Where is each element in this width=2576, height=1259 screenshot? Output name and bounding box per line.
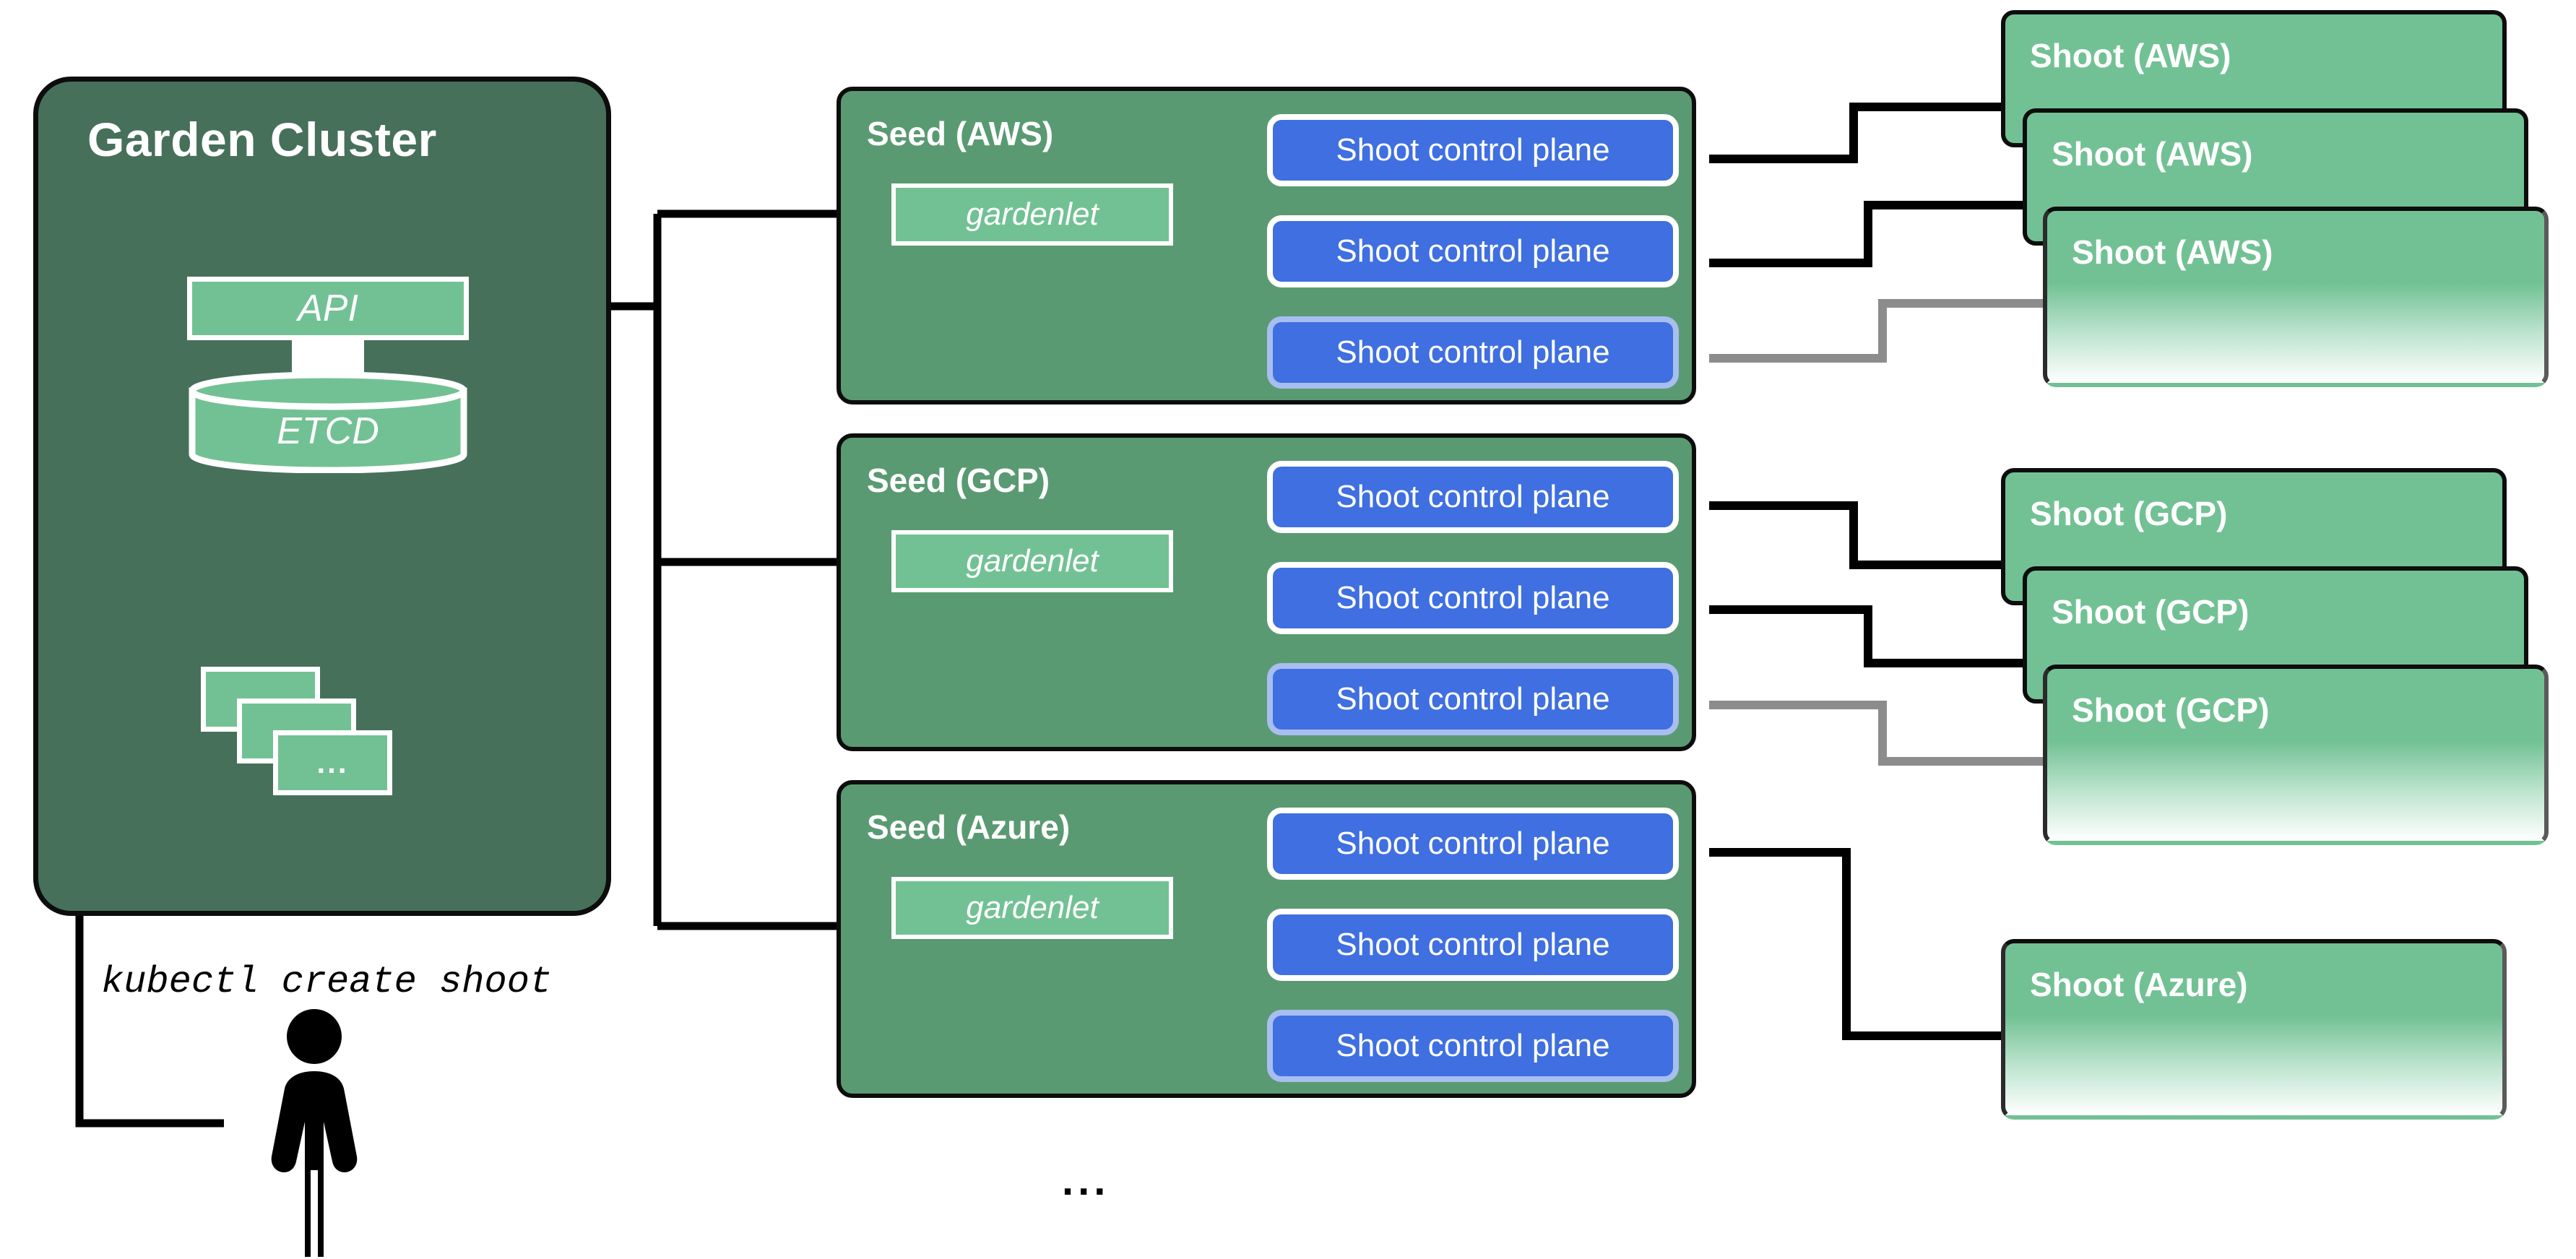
etcd-cylinder-shape: [189, 371, 467, 474]
gardenlet-box[interactable]: gardenlet: [891, 877, 1173, 939]
shoot-control-plane[interactable]: Shoot control plane: [1267, 461, 1679, 533]
etcd-label: ETCD: [277, 410, 379, 452]
shoot-control-plane[interactable]: Shoot control plane: [1267, 114, 1679, 186]
seed-box-gcp[interactable]: Seed (GCP) gardenlet Shoot control plane…: [837, 433, 1696, 751]
shoot-card-label: Shoot (Azure): [2030, 966, 2248, 1003]
gardenlet-box[interactable]: gardenlet: [891, 530, 1173, 592]
resource-stack-ellipsis: ...: [316, 745, 349, 780]
shoot-control-plane-label: Shoot control plane: [1336, 1028, 1610, 1063]
gardenlet-label: gardenlet: [966, 543, 1099, 579]
shoot-card-label: Shoot (GCP): [2052, 593, 2249, 631]
seeds-ellipsis: ...: [1062, 1157, 1110, 1204]
seed-box-azure[interactable]: Seed (Azure) gardenlet Shoot control pla…: [837, 780, 1696, 1098]
shoot-control-plane-label: Shoot control plane: [1336, 479, 1610, 514]
resource-card: ...: [273, 730, 392, 795]
shoot-control-plane-label: Shoot control plane: [1336, 233, 1610, 269]
shoot-card-label: Shoot (AWS): [2072, 233, 2273, 271]
shoot-card-label: Shoot (AWS): [2030, 37, 2231, 74]
shoot-control-plane-label: Shoot control plane: [1336, 927, 1610, 962]
shoot-resource-stack: ...: [201, 667, 418, 804]
shoot-control-plane-label: Shoot control plane: [1336, 681, 1610, 717]
gardenlet-label: gardenlet: [966, 890, 1099, 925]
garden-cluster-title: Garden Cluster: [87, 113, 437, 166]
shoot-control-plane-label: Shoot control plane: [1336, 132, 1610, 168]
shoot-card-azure[interactable]: Shoot (Azure): [2001, 939, 2507, 1120]
gardenlet-box[interactable]: gardenlet: [891, 183, 1173, 246]
shoot-control-plane-label: Shoot control plane: [1336, 334, 1610, 370]
seed-title: Seed (GCP): [867, 462, 1050, 499]
shoot-card-label: Shoot (GCP): [2030, 495, 2228, 532]
kubectl-command-label: kubectl create shoot: [101, 961, 553, 1003]
shoot-control-plane[interactable]: Shoot control plane: [1267, 1010, 1679, 1082]
shoot-control-plane[interactable]: Shoot control plane: [1267, 316, 1679, 389]
api-label: API: [298, 287, 358, 329]
shoot-card-label: Shoot (AWS): [2052, 135, 2253, 173]
seed-title: Seed (Azure): [867, 808, 1071, 846]
seed-title: Seed (AWS): [867, 115, 1054, 152]
shoot-card-aws[interactable]: Shoot (AWS): [2043, 207, 2549, 387]
shoot-control-plane[interactable]: Shoot control plane: [1267, 909, 1679, 981]
seed-box-aws[interactable]: Seed (AWS) gardenlet Shoot control plane…: [837, 87, 1696, 404]
api-box[interactable]: API: [187, 277, 469, 340]
shoot-control-plane[interactable]: Shoot control plane: [1267, 215, 1679, 287]
shoot-card-label: Shoot (GCP): [2072, 691, 2270, 729]
garden-cluster-box[interactable]: Garden Cluster API ETCD ...: [33, 77, 611, 916]
shoot-control-plane-label: Shoot control plane: [1336, 580, 1610, 615]
shoot-control-plane[interactable]: Shoot control plane: [1267, 808, 1679, 880]
shoot-control-plane[interactable]: Shoot control plane: [1267, 663, 1679, 735]
etcd-cylinder[interactable]: ETCD: [187, 371, 469, 474]
shoot-card-gcp[interactable]: Shoot (GCP): [2043, 665, 2549, 845]
shoot-control-plane-label: Shoot control plane: [1336, 826, 1610, 861]
shoot-control-plane[interactable]: Shoot control plane: [1267, 562, 1679, 634]
gardenlet-label: gardenlet: [966, 196, 1099, 232]
person-icon: [267, 1008, 361, 1257]
